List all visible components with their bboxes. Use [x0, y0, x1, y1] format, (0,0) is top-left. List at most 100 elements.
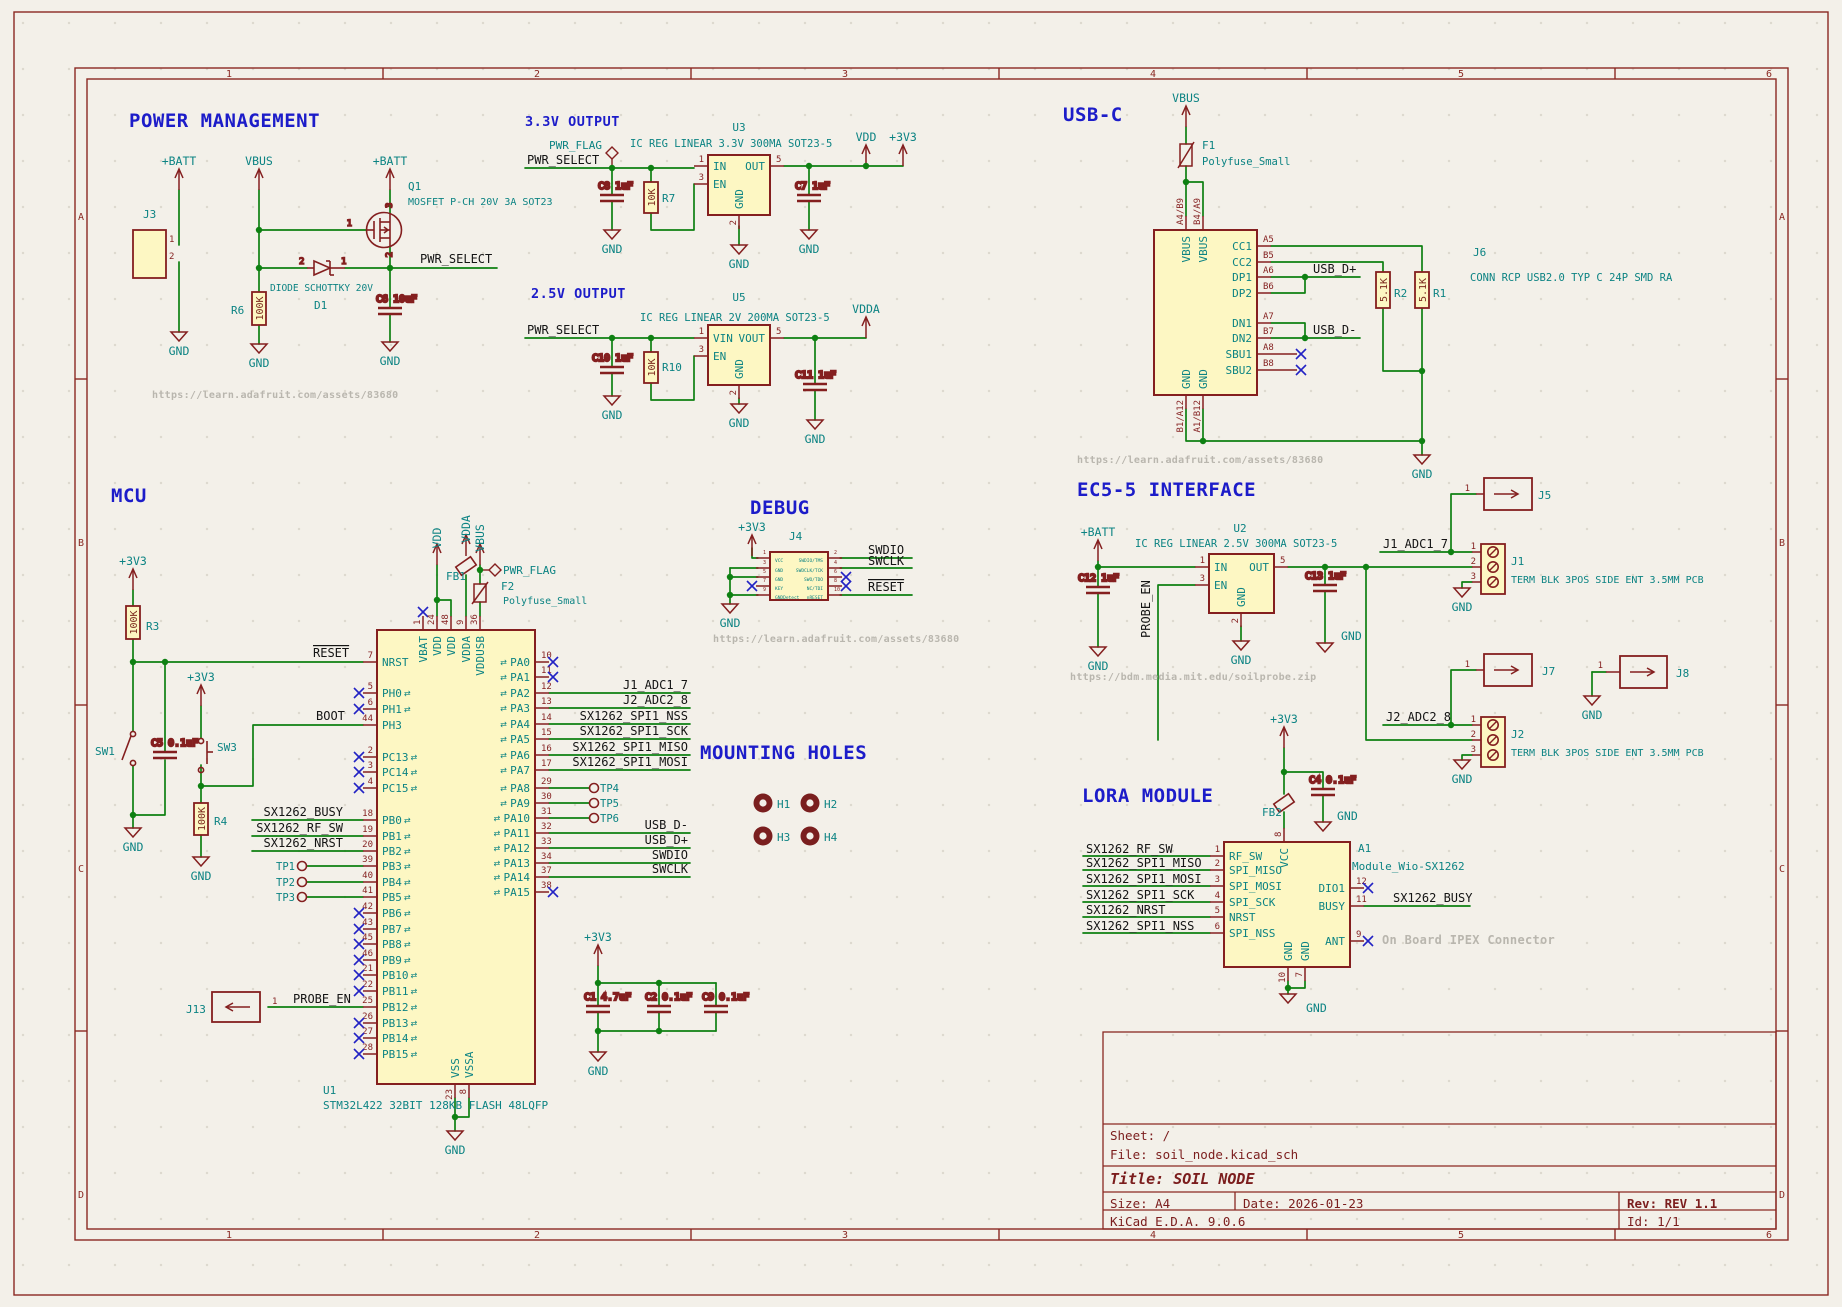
grid-row-label: D: [1779, 1190, 1785, 1201]
resistor-R6[interactable]: 100K: [251, 291, 267, 326]
junction: [862, 162, 870, 170]
gnd-symbol: [1313, 821, 1333, 833]
pin-name: VDD: [445, 636, 458, 656]
test-point[interactable]: [588, 812, 600, 824]
pin-name: PA12: [504, 842, 531, 855]
power-label: +3V3: [584, 930, 612, 944]
no-connect-marker: [547, 886, 559, 898]
power-label: VBUS: [1172, 91, 1200, 105]
pin-number: 1: [1465, 660, 1470, 670]
test-point[interactable]: [296, 860, 308, 872]
connector-J13[interactable]: 1: [211, 991, 277, 1023]
resistor-R1[interactable]: 5.1K: [1414, 271, 1430, 309]
grid-column-label: 4: [1150, 1230, 1156, 1241]
resistor-R2[interactable]: 5.1K: [1375, 271, 1391, 309]
pwr-flag-label: PWR_FLAG: [503, 564, 556, 577]
test-point[interactable]: [588, 797, 600, 809]
power-label: VDD: [430, 528, 444, 549]
pin-number: B8: [1263, 359, 1274, 369]
test-point[interactable]: [588, 782, 600, 794]
bidir-icon: ⇄: [500, 658, 507, 667]
gnd-symbol: [169, 331, 189, 343]
mounting-hole[interactable]: [753, 793, 773, 813]
mosfet-Q1[interactable]: 132: [346, 202, 403, 258]
text-polyfuse-small: Polyfuse_Small: [503, 596, 587, 607]
pin-number: 44: [362, 714, 373, 724]
terminal-block-J2[interactable]: 123: [1471, 715, 1506, 768]
pin-number: 18: [362, 809, 373, 819]
bidir-icon: ⇄: [404, 956, 411, 965]
gnd-label: GND: [1306, 1001, 1327, 1015]
pin-name: PA1: [510, 671, 530, 684]
connector-J5[interactable]: 1: [1465, 477, 1533, 511]
polyfuse[interactable]: [471, 581, 489, 605]
connector-J7[interactable]: 1: [1465, 653, 1533, 687]
resistor-R3[interactable]: 100K: [125, 605, 141, 640]
pin-name: CC2: [1232, 256, 1252, 269]
junction: [1418, 437, 1426, 445]
gnd-symbol: [729, 403, 749, 415]
resistor-R4[interactable]: 100K: [193, 802, 209, 836]
resistor-R7[interactable]: 10K: [643, 181, 659, 214]
switch-spst[interactable]: [121, 730, 137, 767]
net-label-USB_D+: USB_D+: [1313, 262, 1356, 276]
pin-name: PA9: [510, 797, 530, 810]
text-r4: R4: [214, 815, 228, 828]
pin-number: 21: [362, 964, 373, 974]
pin-number: 3: [1215, 875, 1220, 885]
test-point[interactable]: [296, 891, 308, 903]
power-label: +3V3: [187, 670, 215, 684]
switch-push[interactable]: [197, 737, 213, 774]
no-connect-marker: [840, 580, 852, 592]
pin-name: PB6: [382, 907, 402, 920]
bidir-icon: ⇄: [404, 832, 411, 841]
ferrite-bead[interactable]: [1272, 792, 1296, 814]
connector-J3[interactable]: 12: [132, 229, 174, 279]
mounting-hole[interactable]: [753, 826, 773, 846]
mounting-hole[interactable]: [800, 826, 820, 846]
power-label: VDDA: [852, 302, 880, 316]
bidir-icon: ⇄: [500, 751, 507, 760]
text-r3: R3: [146, 620, 159, 633]
pin-number: 31: [541, 807, 552, 817]
gnd-symbol: [1278, 993, 1298, 1005]
pin-number: 5: [368, 682, 373, 692]
mounting-hole[interactable]: [800, 793, 820, 813]
no-connect-marker: [353, 969, 365, 981]
power-symbol-+3V3: [1279, 725, 1289, 748]
pwr-flag-label: PWR_FLAG: [549, 139, 602, 152]
terminal-block-J1[interactable]: 123: [1471, 542, 1506, 595]
pin-name: PB12: [382, 1001, 409, 1014]
pin-name: DIO1: [1319, 882, 1346, 895]
resistor-value: 5.1K: [1379, 278, 1390, 302]
connector-J8[interactable]: 1: [1598, 655, 1668, 689]
resistor-R10[interactable]: 10K: [643, 351, 659, 384]
ferrite-bead[interactable]: [454, 555, 478, 577]
symbol-J6[interactable]: A5CC1B5CC2A6DP1B6DP2A7DN1B7DN2A8SBU1B8SB…: [1153, 198, 1307, 433]
wire: [132, 759, 166, 816]
power-symbol-+BATT: [1093, 538, 1103, 561]
polyfuse[interactable]: [1177, 141, 1195, 169]
test-point[interactable]: [296, 876, 308, 888]
gnd-label: GND: [191, 869, 212, 883]
